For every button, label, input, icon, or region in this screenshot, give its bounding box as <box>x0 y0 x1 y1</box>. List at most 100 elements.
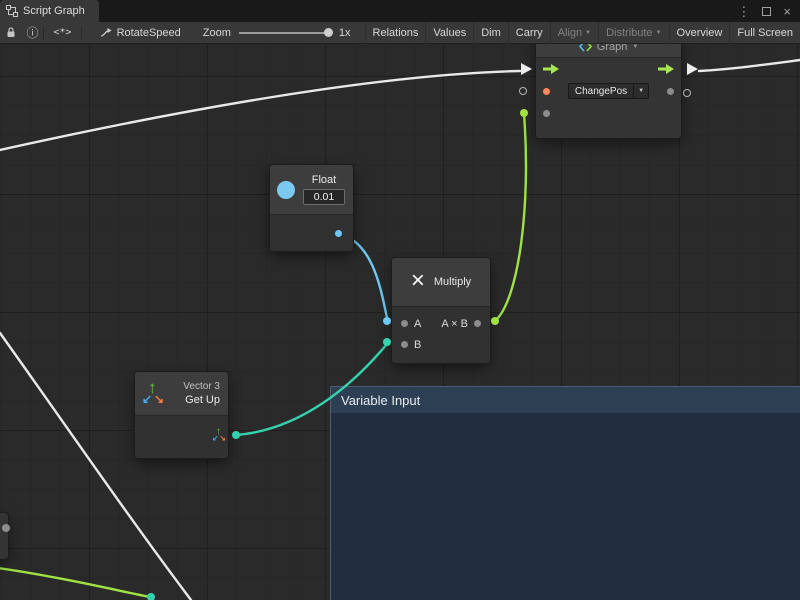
value-input-port-2[interactable] <box>543 110 550 117</box>
align-dropdown-button[interactable]: Align▼ <box>550 22 598 44</box>
toolbar-buttons: Relations Values Dim Carry Align▼ Distri… <box>365 22 800 44</box>
flow-wire-in <box>0 71 520 150</box>
vector-type-label: Vector 3 <box>183 381 220 392</box>
overview-button[interactable]: Overview <box>669 22 730 44</box>
multiply-b-endpoint[interactable] <box>383 338 391 346</box>
graph-canvas[interactable]: Variable Input Graph ▼ <box>0 44 800 600</box>
menu-icon[interactable]: ⋮ <box>737 5 750 18</box>
bottom-wire-endpoint[interactable] <box>147 593 155 600</box>
node-graph[interactable]: Graph ▼ ChangePos ▼ <box>536 44 681 138</box>
variable-dropdown-value: ChangePos <box>569 86 633 97</box>
zoom-control: Zoom 1x <box>203 27 351 39</box>
script-graph-icon <box>6 5 18 17</box>
group-variable-input[interactable]: Variable Input <box>330 386 800 600</box>
graph-name-label: RotateSpeed <box>117 27 181 39</box>
arrow-se-icon: ↘ <box>220 434 226 443</box>
graph-flow-row <box>536 58 681 80</box>
multiply-out-endpoint[interactable] <box>491 317 499 325</box>
code-icon: <*> <box>53 27 71 38</box>
zoom-value: 1x <box>339 27 351 39</box>
group-body <box>331 413 800 600</box>
port-b-label: B <box>414 339 421 351</box>
full-screen-button[interactable]: Full Screen <box>729 22 800 44</box>
multiply-node-body: A A × B B <box>392 307 490 363</box>
graph-name-breadcrumb[interactable]: RotateSpeed <box>100 27 181 39</box>
vector-node-header[interactable]: ↑ ↙ ↘ Vector 3 Get Up <box>135 372 228 416</box>
dim-button[interactable]: Dim <box>473 22 508 44</box>
float-node-body <box>270 215 353 251</box>
graph-node-header[interactable]: Graph ▼ <box>536 44 681 58</box>
carry-button[interactable]: Carry <box>508 22 550 44</box>
multiply-a-endpoint[interactable] <box>383 317 391 325</box>
value-output-port[interactable] <box>667 88 674 95</box>
relations-button[interactable]: Relations <box>365 22 426 44</box>
float-output-port[interactable] <box>335 230 342 237</box>
arrow-sw-icon: ↙ <box>212 434 218 443</box>
graph-asset-icon <box>100 27 112 39</box>
node-vector3-get-up[interactable]: ↑ ↙ ↘ Vector 3 Get Up ↑ ↙ ↘ <box>135 372 228 458</box>
values-button[interactable]: Values <box>425 22 473 44</box>
port-result-label: A × B <box>441 318 468 330</box>
chevron-down-icon: ▼ <box>632 44 638 50</box>
float-circle-icon <box>277 181 295 199</box>
zoom-slider[interactable] <box>239 32 331 34</box>
flow-wire-out <box>699 60 800 71</box>
toolbar-divider <box>81 26 82 40</box>
vector3-output-port-icon[interactable]: ↑ ↙ ↘ <box>213 427 222 438</box>
variable-dropdown[interactable]: ChangePos ▼ <box>568 83 649 99</box>
graph-node-title: Graph <box>597 44 628 53</box>
lock-button[interactable] <box>0 22 22 44</box>
unconnected-port-ring-right[interactable] <box>683 89 691 97</box>
flow-output-port-icon[interactable] <box>658 64 674 74</box>
flow-arrowhead-out <box>687 63 698 75</box>
zoom-slider-thumb[interactable] <box>324 28 333 37</box>
edit-graph-button[interactable]: <*> <box>44 22 81 44</box>
node-float[interactable]: Float <box>270 165 353 251</box>
graph-extra-row <box>536 102 681 124</box>
group-header[interactable]: Variable Input <box>331 387 800 413</box>
tab-title: Script Graph <box>23 5 85 17</box>
input-port-b[interactable] <box>401 341 408 348</box>
maximize-icon[interactable] <box>762 7 771 16</box>
value-input-port[interactable] <box>543 88 550 95</box>
script-graph-node-icon <box>579 44 592 52</box>
graph-variable-row: ChangePos ▼ <box>536 80 681 102</box>
multiply-icon: × <box>411 269 425 293</box>
chevron-down-icon: ▼ <box>656 30 662 36</box>
output-port-result[interactable] <box>474 320 481 327</box>
input-port-a[interactable] <box>401 320 408 327</box>
info-icon: ⓘ <box>26 24 38 41</box>
getup-output-endpoint[interactable] <box>232 431 240 439</box>
float-node-header[interactable]: Float <box>270 165 353 215</box>
vector-node-title: Get Up <box>185 394 220 406</box>
window-controls: ⋮ × <box>737 0 800 22</box>
distribute-dropdown-button[interactable]: Distribute▼ <box>598 22 668 44</box>
green-wire-endpoint[interactable] <box>520 109 528 117</box>
graph-toolbar: ⓘ <*> RotateSpeed Zoom 1x Relations Valu… <box>0 22 800 44</box>
lock-icon <box>6 27 16 38</box>
node-partial-left[interactable] <box>0 513 8 559</box>
unconnected-port-ring-left[interactable] <box>519 87 527 95</box>
group-title: Variable Input <box>341 393 420 408</box>
tab-script-graph[interactable]: Script Graph <box>0 0 99 22</box>
close-icon[interactable]: × <box>783 5 791 18</box>
arrow-sw-icon: ↙ <box>142 392 152 406</box>
partial-node-port[interactable] <box>2 524 10 532</box>
value-wire-bottom <box>0 568 150 597</box>
chevron-down-icon: ▼ <box>633 84 648 98</box>
arrow-se-icon: ↘ <box>154 392 164 406</box>
multiply-row-a: A A × B <box>392 313 490 334</box>
chevron-down-icon: ▼ <box>585 30 591 36</box>
node-multiply[interactable]: × Multiply A A × B B <box>392 258 490 363</box>
float-value-input[interactable] <box>303 189 345 205</box>
flow-input-port-icon[interactable] <box>543 64 559 74</box>
info-button[interactable]: ⓘ <box>22 22 44 44</box>
flow-arrowhead-in <box>521 63 532 75</box>
multiply-node-header[interactable]: × Multiply <box>392 258 490 307</box>
float-node-title: Float <box>312 174 336 186</box>
zoom-label: Zoom <box>203 27 231 39</box>
multiply-row-b: B <box>392 334 490 355</box>
vector3-icon: ↑ ↙ ↘ <box>143 381 167 407</box>
multiply-node-title: Multiply <box>434 276 471 288</box>
